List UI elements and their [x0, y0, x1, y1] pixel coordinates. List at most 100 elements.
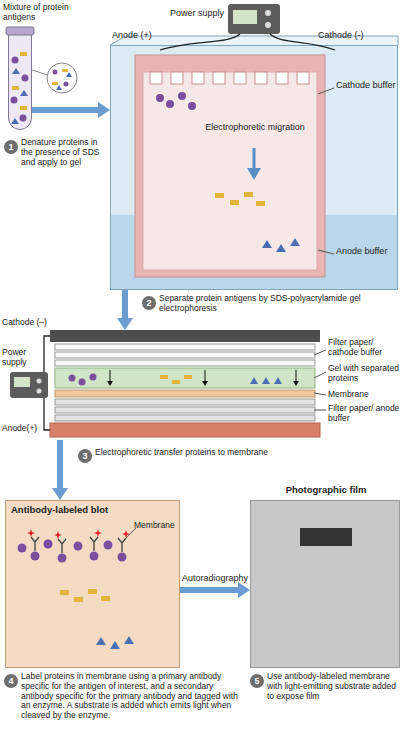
- gel-proteins-part: [188, 102, 196, 110]
- text-label: Use antibody-labeled membrane with light…: [267, 672, 402, 701]
- transfer-stack-part: [50, 423, 320, 437]
- power-supply-part: [228, 4, 280, 34]
- transfer-proteins-part: [293, 381, 299, 386]
- blot-proteins-part: [94, 529, 102, 537]
- power-supply-part: [44, 336, 50, 372]
- edge-label: Autoradiography: [182, 573, 248, 583]
- gel-cassette-part: [171, 72, 183, 84]
- transfer-proteins-part: [250, 377, 258, 384]
- transfer-proteins-part: [184, 375, 192, 379]
- film-exposure: [300, 528, 352, 546]
- text-label: Cathode buffer: [336, 80, 398, 90]
- blot-proteins-part: [124, 636, 134, 644]
- text-label: Separate protein antigens by SDS-polyacr…: [159, 294, 399, 314]
- blot-proteins-part: [101, 596, 110, 601]
- transfer-proteins-part: [172, 380, 180, 384]
- tank-body-part: [110, 215, 398, 290]
- node-box: Photographic film: [250, 500, 400, 668]
- step-number: 4: [4, 674, 18, 688]
- blot-proteins-part: [44, 540, 53, 549]
- blot-proteins-part: [31, 552, 40, 561]
- arrow-shaft: [122, 290, 128, 320]
- node-box: Antibody-labeled blotMembrane: [5, 500, 180, 668]
- power-supply: [10, 4, 335, 430]
- zoom-inset: [32, 63, 77, 93]
- blot-proteins-part: [74, 597, 83, 602]
- gel-cassette-part: [213, 72, 225, 84]
- text-label: Anode (+): [112, 30, 172, 40]
- zoom-inset-part: [56, 85, 62, 90]
- gel-cassette-part: [255, 72, 267, 84]
- blot-proteins-part: [31, 537, 39, 551]
- gel-cassette-part: [297, 72, 309, 84]
- transfer-proteins-part: [69, 375, 76, 382]
- power-supply-part: [265, 10, 271, 16]
- gel-proteins-part: [215, 193, 224, 198]
- blot-proteins-part: [88, 589, 97, 594]
- tube-contents: [6, 27, 34, 124]
- text-label: Electrophoretic transfer proteins to mem…: [95, 448, 320, 458]
- gel-proteins-part: [276, 244, 286, 252]
- leader-lines: [124, 88, 334, 540]
- transfer-proteins-part: [274, 377, 282, 384]
- node-text: Membrane: [134, 521, 180, 531]
- gel-cassette-part: [143, 72, 317, 270]
- blot-proteins-part: [96, 637, 106, 645]
- gel-cassette-part: [192, 72, 204, 84]
- tube-contents-part: [20, 52, 27, 56]
- transfer-proteins-part: [296, 370, 297, 382]
- power-supply-part: [44, 398, 50, 430]
- power-supply-part: [265, 22, 271, 28]
- text-label: Filter paper/ anode buffer: [328, 404, 402, 424]
- gel-proteins-part: [244, 192, 253, 197]
- transfer-proteins-part: [90, 374, 97, 381]
- leader-lines-part: [318, 250, 334, 254]
- blot-proteins-part: [18, 544, 27, 553]
- tank-body: [110, 36, 398, 290]
- node-heading: Mixture of protein antigens: [3, 3, 83, 23]
- blot-proteins-part: [58, 539, 66, 553]
- text-label: Denature proteins in the presence of SDS…: [21, 138, 107, 167]
- zoom-inset-part: [53, 70, 58, 75]
- blot-proteins-part: [58, 554, 67, 563]
- text-label: Membrane: [328, 390, 402, 400]
- transfer-proteins-part: [205, 370, 206, 382]
- gel-proteins-part: [178, 92, 186, 100]
- gel-proteins-part: [230, 200, 239, 205]
- transfer-stack-part: [55, 368, 315, 388]
- arrow-head: [98, 102, 110, 118]
- tube-contents-part: [20, 115, 27, 122]
- gel-cassette: [135, 55, 325, 277]
- transfer-stack-part: [55, 344, 315, 350]
- text-label: Anode(+): [2, 424, 42, 434]
- arrow-shaft: [32, 107, 100, 113]
- transfer-stack: [50, 330, 320, 437]
- leader-lines-part: [314, 410, 326, 411]
- gel-proteins-part: [156, 94, 164, 102]
- zoom-inset-part: [62, 69, 68, 72]
- blot-proteins-part: [27, 529, 35, 537]
- blot-proteins-part: [90, 552, 99, 561]
- power-supply-part: [10, 372, 48, 398]
- tube-contents-part: [12, 68, 20, 74]
- flow-arrow: [180, 582, 250, 598]
- tank-body-part: [110, 45, 398, 290]
- blot-proteins: [18, 529, 135, 649]
- leader-lines-part: [314, 372, 326, 378]
- blot-proteins-part: [90, 537, 98, 551]
- transfer-proteins-part: [262, 377, 270, 384]
- tube-contents-part: [22, 75, 29, 82]
- transfer-proteins-part: [110, 370, 111, 382]
- transfer-stack-part: [55, 360, 315, 366]
- blot-proteins-part: [122, 530, 130, 538]
- gel-proteins: [156, 92, 300, 252]
- arrow-head: [117, 318, 133, 330]
- step-number: 1: [4, 140, 18, 154]
- gel-cassette-part: [150, 72, 162, 84]
- power-supply-part: [233, 10, 257, 24]
- step-number: 5: [250, 674, 264, 688]
- node-heading: Electrophoretic migration: [203, 122, 307, 132]
- text-label: Cathode (-): [318, 30, 393, 40]
